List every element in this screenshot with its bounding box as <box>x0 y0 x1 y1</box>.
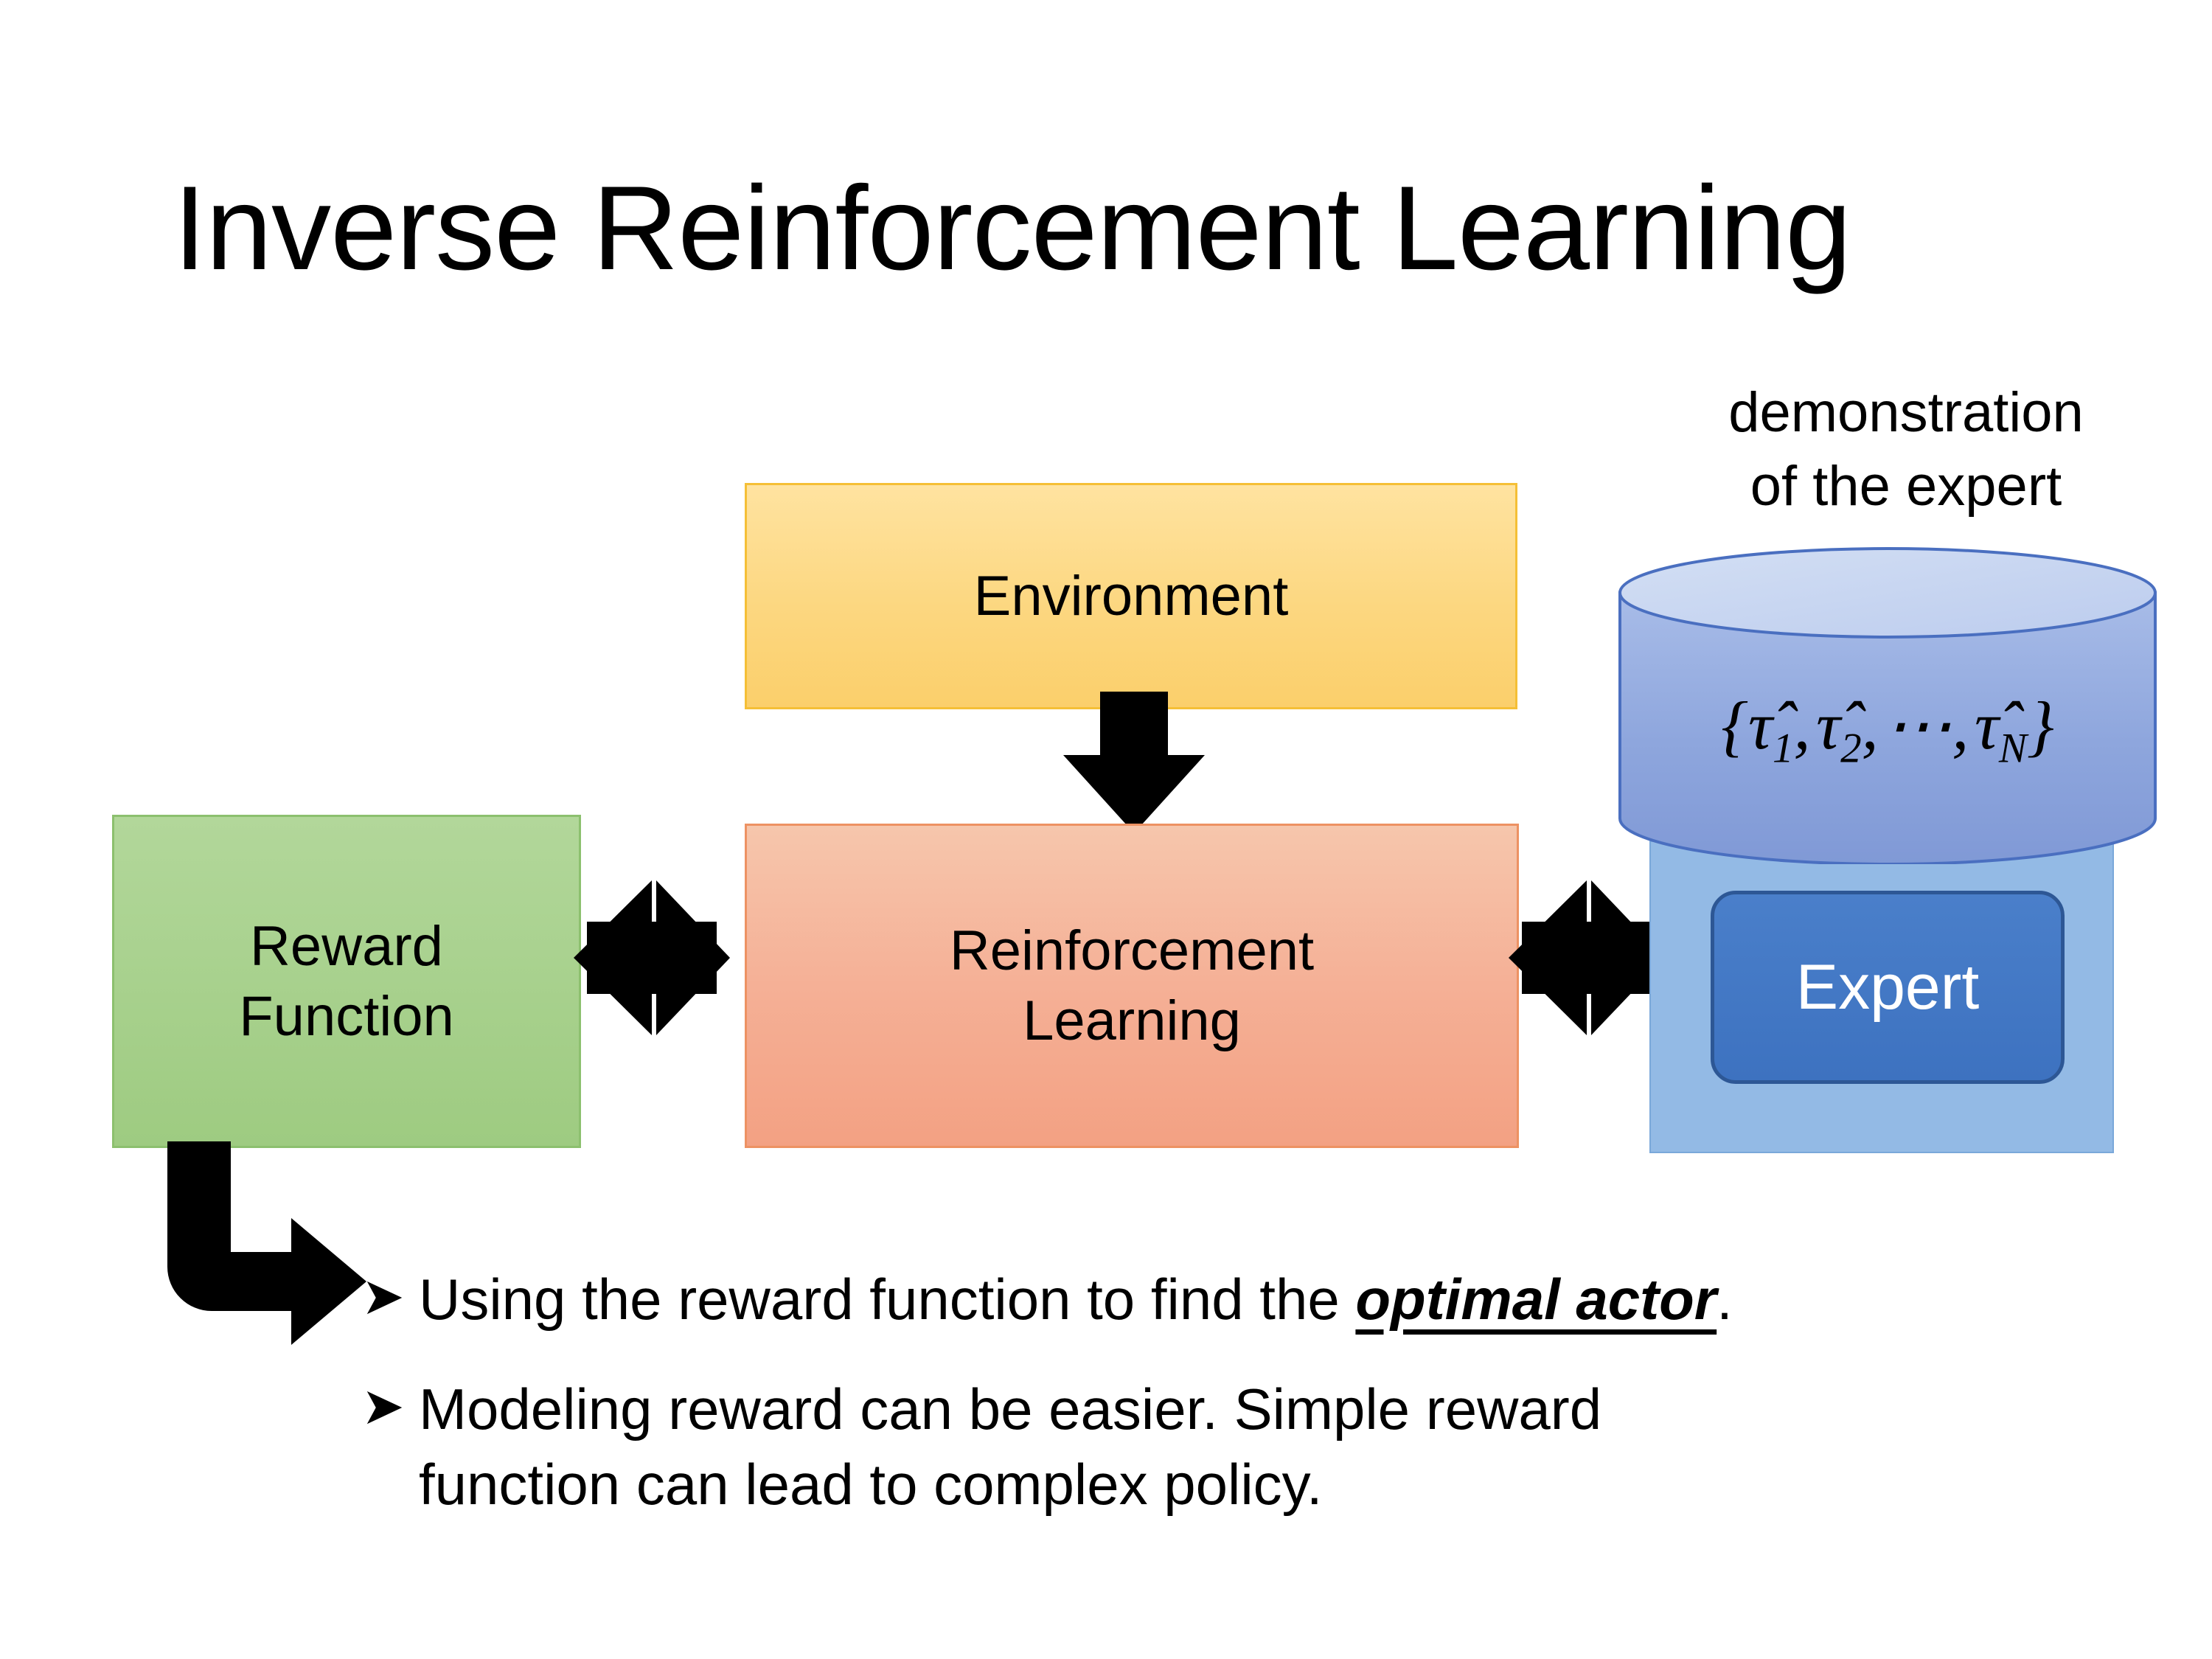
reward-function-box[interactable]: Reward Function <box>112 815 581 1148</box>
list-item: ➤ Modeling reward can be easier. Simple … <box>361 1372 1983 1522</box>
environment-label: Environment <box>973 565 1289 627</box>
formula-sub-1: 1 <box>1772 725 1794 772</box>
page-title: Inverse Reinforcement Learning <box>173 161 1851 295</box>
formula-sub-n: N <box>1998 725 2027 772</box>
bullet-arrow-icon: ➤ <box>361 1377 405 1436</box>
formula-tau-2: τ̂ <box>1816 688 1841 763</box>
formula-sub-2: 2 <box>1840 725 1862 772</box>
demonstration-caption: demonstration of the expert <box>1663 376 2149 524</box>
reward-function-label: Reward Function <box>239 915 454 1048</box>
bullet-arrow-icon: ➤ <box>361 1267 405 1325</box>
list-item-emphasis: optimal actor <box>1355 1267 1717 1332</box>
expert-box[interactable]: Expert <box>1711 891 2065 1084</box>
demonstration-cylinder <box>1618 547 2157 864</box>
formula-ellipsis: ⋯ <box>1884 688 1952 763</box>
demonstration-formula: {τ̂1, τ̂2, ⋯, τ̂N} <box>1618 686 2157 772</box>
environment-box[interactable]: Environment <box>745 483 1517 709</box>
list-item-text-pre: Using the reward function to find the <box>419 1267 1356 1332</box>
arrow-down-icon <box>1063 692 1205 833</box>
formula-comma-3: , <box>1952 688 1969 763</box>
demonstration-caption-text: demonstration of the expert <box>1728 381 2084 518</box>
formula-open-brace: { <box>1721 688 1749 763</box>
list-item: ➤ Using the reward function to find the … <box>361 1262 1983 1337</box>
expert-label: Expert <box>1795 951 1980 1023</box>
reinforcement-learning-label: Reinforcement Learning <box>949 919 1315 1052</box>
formula-tau-n: τ̂ <box>1974 688 1999 763</box>
list-item-text: Using the reward function to find the op… <box>419 1262 1983 1337</box>
notes-list: ➤ Using the reward function to find the … <box>361 1262 1983 1522</box>
list-item-text: Modeling reward can be easier. Simple re… <box>419 1372 1746 1522</box>
formula-comma-2: , <box>1861 688 1879 763</box>
list-item-text-pre: Modeling reward can be easier. Simple re… <box>419 1377 1602 1517</box>
list-item-text-post: . <box>1717 1267 1733 1332</box>
formula-close-brace: } <box>2026 688 2054 763</box>
reinforcement-learning-box[interactable]: Reinforcement Learning <box>745 824 1519 1148</box>
arrow-double-horizontal-right-icon <box>1509 880 1665 1035</box>
arrow-double-horizontal-left-icon <box>574 880 730 1035</box>
formula-tau-1: τ̂ <box>1748 688 1773 763</box>
formula-comma-1: , <box>1793 688 1811 763</box>
arrow-elbow-down-right-icon <box>167 1141 366 1345</box>
